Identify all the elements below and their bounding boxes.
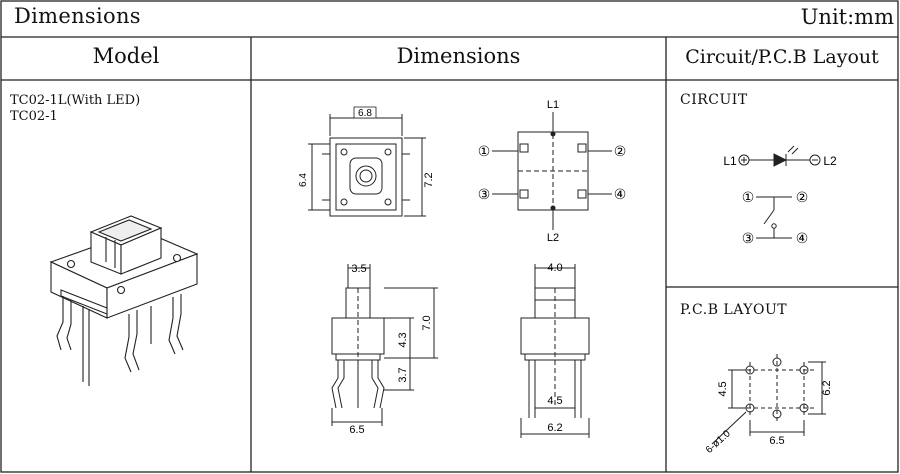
dim-label: 6.2 <box>821 380 833 395</box>
pcb-title: P.C.B LAYOUT <box>680 302 788 318</box>
dim-label: 4.5 <box>717 381 729 396</box>
model-list: TC02-1L(With LED) TC02-1 <box>10 93 140 125</box>
top-view-drawing: 6.8 6.4 7.2 <box>298 106 435 217</box>
dim-label: 4.0 <box>547 262 562 274</box>
model-name: TC02-1L(With LED) <box>10 93 141 108</box>
dim-label: 7.2 <box>423 172 435 187</box>
dim-label: 6.5 <box>769 435 784 447</box>
switch-illustration <box>49 215 199 386</box>
header-title: Dimensions <box>14 4 141 28</box>
dim-label: 4.3 <box>397 332 409 347</box>
pin-label: ② <box>614 143 627 159</box>
dim-label: 6.5 <box>349 424 364 436</box>
model-name: TC02-1 <box>10 109 58 124</box>
pin-view-drawing: L1 L2 ① ② ③ ④ <box>478 99 627 244</box>
dim-label: 3.7 <box>397 367 409 382</box>
circuit-label: ② <box>796 189 809 205</box>
pin-label: ① <box>478 143 491 159</box>
dim-label: 7.0 <box>421 315 433 330</box>
pcb-diagram: 4.5 6.2 6.5 6-ø1.0 <box>704 354 833 456</box>
circuit-label: ③ <box>742 230 755 246</box>
column-header-circuit: Circuit/P.C.B Layout <box>685 46 879 68</box>
column-header-model: Model <box>92 44 160 68</box>
dim-label: 6.4 <box>298 173 309 187</box>
side-view-drawing: 4.0 4.5 6.2 <box>520 262 590 438</box>
unit-label: Unit:mm <box>800 5 894 29</box>
pin-label: L1 <box>547 99 559 111</box>
circuit-diagram: L1 L2 ① ② ③ ④ <box>723 145 837 246</box>
circuit-label: L1 <box>723 154 737 168</box>
column-header-dimensions: Dimensions <box>396 44 521 68</box>
dim-label: 6.2 <box>547 422 562 434</box>
hole-label: 6-ø1.0 <box>704 428 733 456</box>
pin-label: ③ <box>478 186 491 202</box>
pin-label: L2 <box>547 232 559 244</box>
circuit-label: L2 <box>823 154 837 168</box>
circuit-label: ① <box>742 189 755 205</box>
dim-label: 4.5 <box>547 395 562 407</box>
dim-label: 6.8 <box>358 108 372 119</box>
circuit-title: CIRCUIT <box>680 92 748 108</box>
pin-label: ④ <box>614 186 627 202</box>
front-view-drawing: 3.5 7.0 4.3 3.7 6.5 <box>331 263 438 436</box>
circuit-label: ④ <box>796 230 809 246</box>
dim-label: 3.5 <box>351 263 366 275</box>
